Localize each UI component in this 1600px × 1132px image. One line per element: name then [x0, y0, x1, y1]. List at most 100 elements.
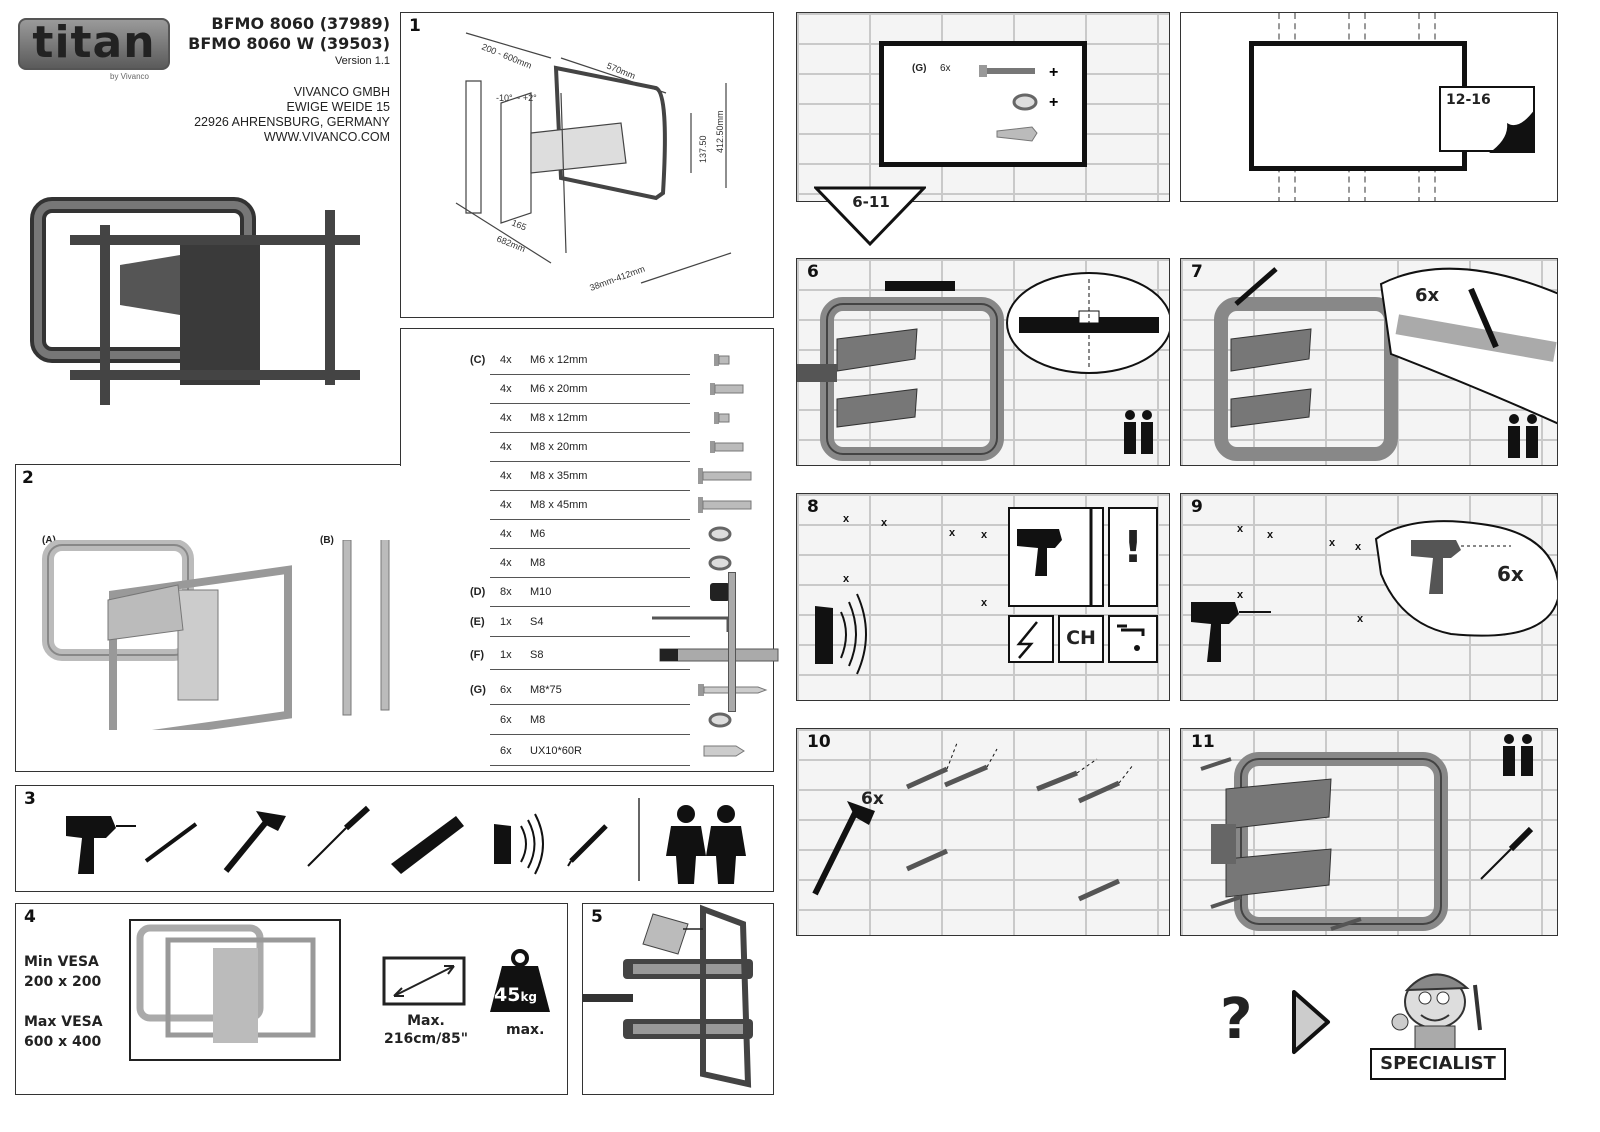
min-vesa-value: 200 x 200 — [24, 974, 102, 990]
divider — [400, 328, 774, 466]
svg-text:x: x — [1237, 523, 1244, 535]
pencil-icon — [567, 824, 608, 867]
svg-text:x: x — [981, 529, 988, 541]
panel-number: 8 — [805, 497, 821, 517]
part-size: S8 — [530, 649, 544, 661]
dim-tilt: -10° ~ +2° — [496, 93, 537, 103]
panel-number: 3 — [24, 789, 36, 809]
svg-text:x: x — [1329, 537, 1336, 549]
svg-text:x: x — [1355, 541, 1362, 553]
row-divider — [490, 734, 690, 735]
row-divider — [490, 519, 690, 520]
step-6-level: 6 — [796, 258, 1170, 466]
dim-height-small: 137.50 — [698, 135, 708, 163]
part-quantity: 8x — [500, 586, 512, 598]
part-quantity: 1x — [500, 616, 512, 628]
row-divider — [490, 490, 690, 491]
max-vesa-label: Max VESA — [24, 1014, 103, 1030]
t-wrench-shaft — [728, 572, 736, 712]
step-range-tab — [814, 186, 926, 247]
part-size: M8 — [530, 557, 546, 569]
washer-icon — [708, 712, 732, 728]
screwdriver-icon — [307, 805, 371, 867]
row-divider — [490, 577, 690, 578]
kit-g-parts: + + — [979, 64, 1058, 142]
page-range-label: 12-16 — [1446, 92, 1491, 108]
tv-screen — [1249, 41, 1467, 171]
part-size: M8 x 12mm — [530, 412, 588, 424]
wall-plug-icon — [703, 745, 745, 757]
address-line: WWW.VIVANCO.COM — [263, 130, 390, 144]
row-divider — [490, 461, 690, 462]
screen-size-icon — [382, 956, 466, 1006]
help-question-mark: ? — [1220, 987, 1253, 1052]
row-divider — [490, 669, 690, 670]
svg-text:x: x — [949, 527, 956, 539]
step-7-drawing — [1214, 267, 1557, 461]
drill-bit-icon — [144, 822, 198, 863]
part-size: M8 — [530, 714, 546, 726]
dim-height: 412.50mm — [715, 110, 725, 153]
part-category: (D) — [470, 586, 486, 598]
dim-vesa-width: 200 - 600mm — [480, 42, 533, 71]
hammer-icon — [223, 811, 286, 873]
part-size: M8 x 35mm — [530, 470, 588, 482]
part-quantity: 6x — [500, 745, 512, 757]
product-illustration — [30, 197, 360, 405]
allen-key-icon — [652, 616, 730, 632]
step-tv-attach-overview: 12-16 — [1180, 12, 1558, 202]
tv-screen — [879, 41, 1087, 167]
row-divider — [490, 374, 690, 375]
svg-text:x: x — [1267, 529, 1274, 541]
panel-5-cable: 5 — [582, 903, 774, 1095]
specialist-badge: SPECIALIST — [1370, 1048, 1506, 1080]
panel-number: 10 — [805, 732, 833, 752]
part-quantity: 4x — [500, 499, 512, 511]
play-arrow-icon — [1292, 990, 1330, 1054]
part-category: (F) — [470, 649, 485, 661]
divider — [15, 464, 401, 465]
part-quantity: 6x — [500, 684, 512, 696]
part-size: M10 — [530, 586, 552, 598]
max-screen-size: Max. 216cm/85" — [366, 1012, 486, 1048]
parts-row: (D) 8x M10 — [470, 578, 780, 606]
part-quantity: 4x — [500, 383, 512, 395]
part-category: (C) — [470, 354, 486, 366]
version-label: Version 1.1 — [334, 55, 390, 67]
warning-mark: ! — [1123, 522, 1144, 573]
parts-row: 4x M8 — [470, 549, 780, 577]
weight-unit: kg — [520, 990, 538, 1004]
dim-offset: 165 — [510, 218, 528, 233]
part-a-label: (A) — [42, 535, 56, 546]
two-persons-icon — [666, 805, 746, 884]
logo-subtitle: by Vivanco — [110, 72, 149, 81]
step-11-drawing — [1200, 734, 1534, 931]
panel-1-dimensions: 1 200 - 600mm 570mm -10° ~ +2° 137.50 41… — [400, 12, 774, 318]
part-size: M6 x 12mm — [530, 354, 588, 366]
part-quantity: 6x — [500, 714, 512, 726]
model-2: BFMO 8060 W (39503) — [188, 34, 390, 53]
page-curl-icon — [1489, 109, 1535, 153]
panel-number: 5 — [591, 907, 603, 927]
svg-text:x: x — [1237, 589, 1244, 601]
row-divider — [490, 403, 690, 404]
step-6-drawing — [797, 272, 1169, 461]
step-9-drawing: x x x x x x — [1191, 520, 1557, 662]
part-quantity: 4x — [500, 557, 512, 569]
part-size: UX10*60R — [530, 745, 582, 757]
washer-icon — [708, 555, 732, 571]
parts-row: 6x UX10*60R — [470, 737, 780, 765]
step-11-fix: 11 — [1180, 728, 1558, 936]
weight-number: 45 — [494, 984, 521, 1006]
tools-illustration — [66, 798, 746, 884]
panel-number: 2 — [22, 468, 34, 488]
row-divider — [490, 765, 690, 766]
svg-text:x: x — [1357, 613, 1364, 625]
